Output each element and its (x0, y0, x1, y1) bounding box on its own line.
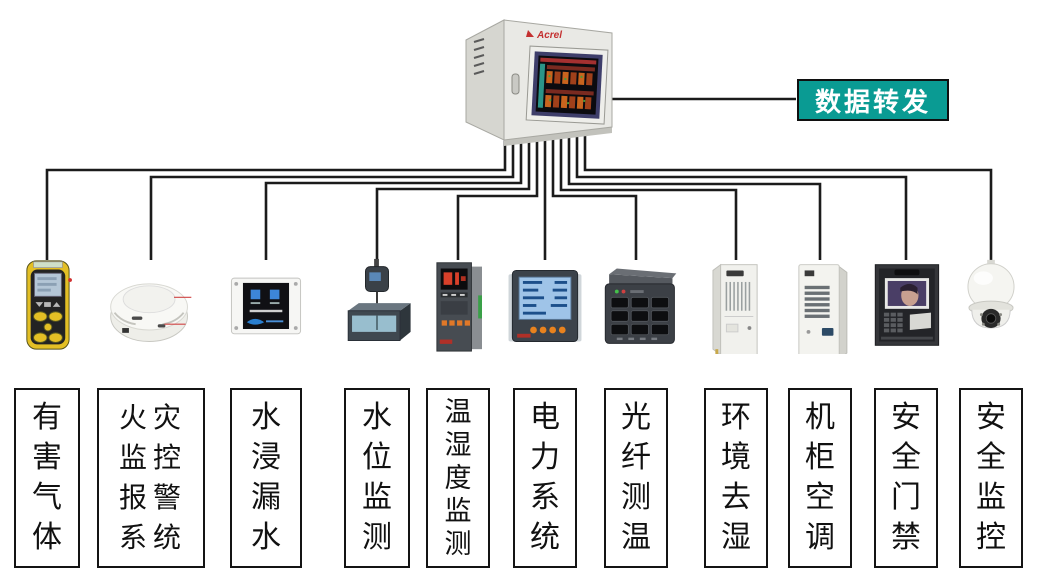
security-monitor-photo (943, 256, 1039, 354)
vent-slats-icon (473, 38, 485, 75)
data-forward-box: 数据转发 (797, 79, 949, 121)
label-line: 气 (32, 481, 62, 514)
label-line: 机 (805, 401, 835, 434)
water-leak-label-box: 水浸漏水 (230, 388, 302, 568)
label-line: 火灾 (118, 402, 187, 433)
brand-logo: Acrel (526, 30, 562, 41)
label-line: 境 (721, 441, 751, 474)
power-system-label-box: 电力系统 (513, 388, 577, 568)
label-line: 力 (530, 441, 560, 474)
label-line: 监控 (118, 442, 187, 473)
fire-alarm-photo (103, 256, 199, 354)
wire-security-monitor (583, 126, 993, 260)
dehumidify-photo (688, 256, 784, 354)
label-line: 浸 (251, 441, 281, 474)
label-line: 空 (805, 481, 835, 514)
label-line: 安 (976, 401, 1006, 434)
label-line: 报警 (118, 482, 187, 513)
label-line: 温 (444, 396, 472, 427)
label-line: 测 (621, 481, 651, 514)
fiber-temp-photo (588, 256, 684, 354)
label-line: 有 (32, 401, 62, 434)
label-line: 统 (530, 521, 560, 554)
cabinet-handle (511, 73, 520, 95)
access-control-label-box: 安全门禁 (874, 388, 938, 568)
label-line: 监 (362, 481, 392, 514)
data-forward-label: 数据转发 (814, 86, 931, 117)
cabinet-screen (525, 45, 609, 125)
label-line: 纤 (621, 441, 651, 474)
label-line: 测 (444, 528, 472, 559)
label-line: 体 (32, 521, 62, 554)
label-line: 湿 (721, 521, 751, 554)
monitoring-host-cabinet: Acrel (458, 6, 620, 148)
wire-access-control (575, 126, 908, 260)
label-line: 环 (721, 401, 751, 434)
access-control-photo (858, 256, 954, 354)
label-line: 安 (891, 401, 921, 434)
label-line: 度 (444, 462, 472, 493)
label-line: 水 (251, 401, 281, 434)
water-level-photo (329, 256, 425, 354)
temp-humidity-photo (410, 256, 506, 354)
label-line: 光 (621, 401, 651, 434)
label-line: 电 (530, 401, 560, 434)
wire-harmful-gas (45, 126, 507, 260)
harmful-gas-label-box: 有害气体 (14, 388, 80, 568)
cabinet-ac-photo (772, 256, 868, 354)
harmful-gas-photo (0, 256, 95, 354)
cabinet-ac-label-box: 机柜空调 (788, 388, 852, 568)
label-line: 柜 (805, 441, 835, 474)
label-line: 水 (362, 401, 392, 434)
water-leak-photo (218, 256, 314, 354)
label-line: 系 (530, 481, 560, 514)
label-line: 漏 (251, 481, 281, 514)
power-system-photo (497, 256, 593, 354)
label-line: 全 (976, 441, 1006, 474)
label-line: 湿 (444, 429, 472, 460)
dehumidify-label-box: 环境去湿 (704, 388, 768, 568)
brand-text: Acrel (536, 30, 562, 41)
fiber-temp-label-box: 光纤测温 (604, 388, 668, 568)
monitoring-host-image: Acrel (465, 19, 613, 146)
label-line: 去 (721, 481, 751, 514)
label-line: 系统 (118, 522, 187, 553)
label-line: 禁 (891, 521, 921, 554)
label-line: 害 (32, 441, 62, 474)
label-line: 调 (805, 521, 835, 554)
label-line: 全 (891, 441, 921, 474)
fire-alarm-label-box: 火灾监控报警系统 (97, 388, 205, 568)
label-line: 监 (976, 481, 1006, 514)
label-line: 门 (891, 481, 921, 514)
security-monitor-label-box: 安全监控 (959, 388, 1023, 568)
label-line: 测 (362, 521, 392, 554)
label-line: 温 (621, 521, 651, 554)
temp-humidity-label-box: 温湿度监测 (426, 388, 490, 568)
label-line: 监 (444, 495, 472, 526)
label-line: 控 (976, 521, 1006, 554)
label-line: 位 (362, 441, 392, 474)
label-line: 水 (251, 521, 281, 554)
water-level-label-box: 水位监测 (344, 388, 410, 568)
